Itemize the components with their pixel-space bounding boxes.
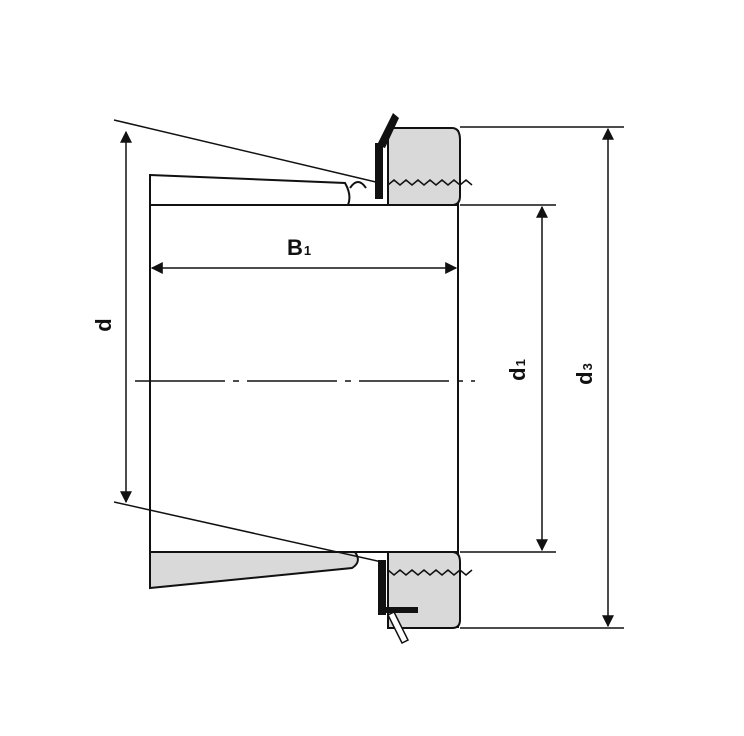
label-d1: d1 [505,359,530,381]
top-groove [349,181,367,189]
bottom-taper-wedge [149,551,359,590]
top-lock-nut [349,127,473,206]
shaft-taper-line-bottom [113,501,383,563]
bottom-lock-nut [387,551,473,629]
label-d3-group: d3 [572,363,597,385]
top-thread [387,179,473,186]
bottom-thread [387,569,473,576]
label-d: d [91,318,116,331]
top-lock-washer [375,113,399,199]
shaft-taper-line-top [113,119,381,184]
top-taper-wedge [149,173,351,206]
label-b1: B1 [287,235,311,260]
label-d-group: d [91,318,116,331]
bottom-lock-washer [378,560,418,645]
label-d1-group: d1 [505,359,530,381]
label-d3: d3 [572,363,597,385]
